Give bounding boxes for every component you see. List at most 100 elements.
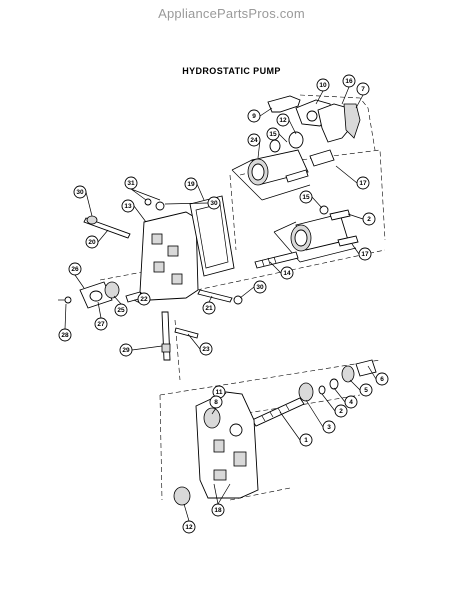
callout-number: 27: [97, 321, 105, 328]
callout-number: 12: [185, 524, 193, 531]
callout-circle: [211, 503, 225, 517]
callout-15: 15: [299, 190, 313, 204]
callout-number: 2: [339, 408, 343, 415]
callout-circle: [209, 395, 223, 409]
callout-8: 8: [209, 395, 223, 409]
callout-5: 5: [359, 383, 373, 397]
callout-number: 24: [250, 137, 258, 144]
valve-rod-20: [83, 215, 131, 239]
callout-circle: [276, 113, 290, 127]
callout-number: 26: [71, 266, 79, 273]
callout-circle: [184, 177, 198, 191]
callout-number: 4: [349, 399, 353, 406]
cover-plate: [58, 281, 120, 309]
callout-number: 17: [361, 251, 369, 258]
callout-number: 16: [345, 78, 353, 85]
callout-circle: [334, 404, 348, 418]
callout-4: 4: [344, 395, 358, 409]
callout-22: 22: [137, 292, 151, 306]
cylinder-block-upper: [231, 131, 335, 201]
callout-circle: [253, 280, 267, 294]
callout-number: 17: [359, 180, 367, 187]
leader-lines: [64, 86, 377, 522]
callout-circle: [94, 317, 108, 331]
callout-circle: [375, 372, 389, 386]
callout-circle: [124, 176, 138, 190]
callout-circle: [58, 328, 72, 342]
callout-25: 25: [114, 303, 128, 317]
callout-30: 30: [73, 185, 87, 199]
control-arm-assembly: [267, 95, 361, 143]
callout-24: 24: [247, 133, 261, 147]
watermark: AppliancePartsPros.com: [158, 6, 305, 21]
callout-circle: [316, 78, 330, 92]
callout-17: 17: [358, 247, 372, 261]
callout-number: 9: [252, 113, 256, 120]
center-section: [139, 198, 199, 301]
callout-29: 29: [119, 343, 133, 357]
callout-11: 11: [212, 385, 226, 399]
callout-number: 18: [214, 507, 222, 514]
callout-circle: [266, 127, 280, 141]
callout-number: 2: [367, 216, 371, 223]
callout-circle: [344, 395, 358, 409]
callout-number: 28: [61, 332, 69, 339]
callout-number: 31: [127, 180, 135, 187]
callout-number: 19: [187, 181, 195, 188]
callout-number: 10: [319, 82, 327, 89]
callout-circle: [362, 212, 376, 226]
callout-20: 20: [85, 235, 99, 249]
callout-number: 15: [302, 194, 310, 201]
callout-27: 27: [94, 317, 108, 331]
callout-circle: [202, 301, 216, 315]
callout-1: 1: [299, 433, 313, 447]
callout-circle: [137, 292, 151, 306]
callout-21: 21: [202, 301, 216, 315]
callout-number: 15: [269, 131, 277, 138]
callout-circle: [247, 109, 261, 123]
callout-number: 14: [283, 270, 291, 277]
callout-circle: [280, 266, 294, 280]
callout-circle: [299, 433, 313, 447]
callout-number: 8: [214, 399, 218, 406]
callout-26: 26: [68, 262, 82, 276]
callout-number: 23: [202, 346, 210, 353]
callout-13: 13: [121, 199, 135, 213]
callout-circle: [358, 247, 372, 261]
callout-number: 11: [216, 389, 223, 396]
callout-30: 30: [207, 196, 221, 210]
callout-number: 30: [256, 284, 264, 291]
callout-number: 25: [117, 307, 125, 314]
callout-7: 7: [356, 82, 370, 96]
callout-number: 20: [88, 239, 96, 246]
shaft-14: [254, 251, 299, 269]
callout-circle: [247, 133, 261, 147]
callout-circle: [356, 82, 370, 96]
pump-housing: [173, 391, 259, 506]
callout-14: 14: [280, 266, 294, 280]
callout-circle: [73, 185, 87, 199]
callout-number: 7: [361, 86, 365, 93]
diagram-title: HYDROSTATIC PUMP: [182, 66, 281, 76]
callout-circle: [207, 196, 221, 210]
callout-10: 10: [316, 78, 330, 92]
callout-30: 30: [253, 280, 267, 294]
callout-15: 15: [266, 127, 280, 141]
callout-number: 21: [205, 305, 213, 312]
callout-12: 12: [182, 520, 196, 534]
cylinder-block-lower: [273, 205, 359, 263]
callout-circle: [199, 342, 213, 356]
callout-16: 16: [342, 74, 356, 88]
callout-number: 3: [327, 424, 331, 431]
callout-number: 12: [279, 117, 287, 124]
callout-31: 31: [124, 176, 138, 190]
callout-18: 18: [211, 503, 225, 517]
callout-number: 22: [140, 296, 148, 303]
callout-12: 12: [276, 113, 290, 127]
callout-number: 13: [124, 203, 132, 210]
callout-circle: [85, 235, 99, 249]
callout-number: 30: [76, 189, 84, 196]
callout-circle: [299, 190, 313, 204]
